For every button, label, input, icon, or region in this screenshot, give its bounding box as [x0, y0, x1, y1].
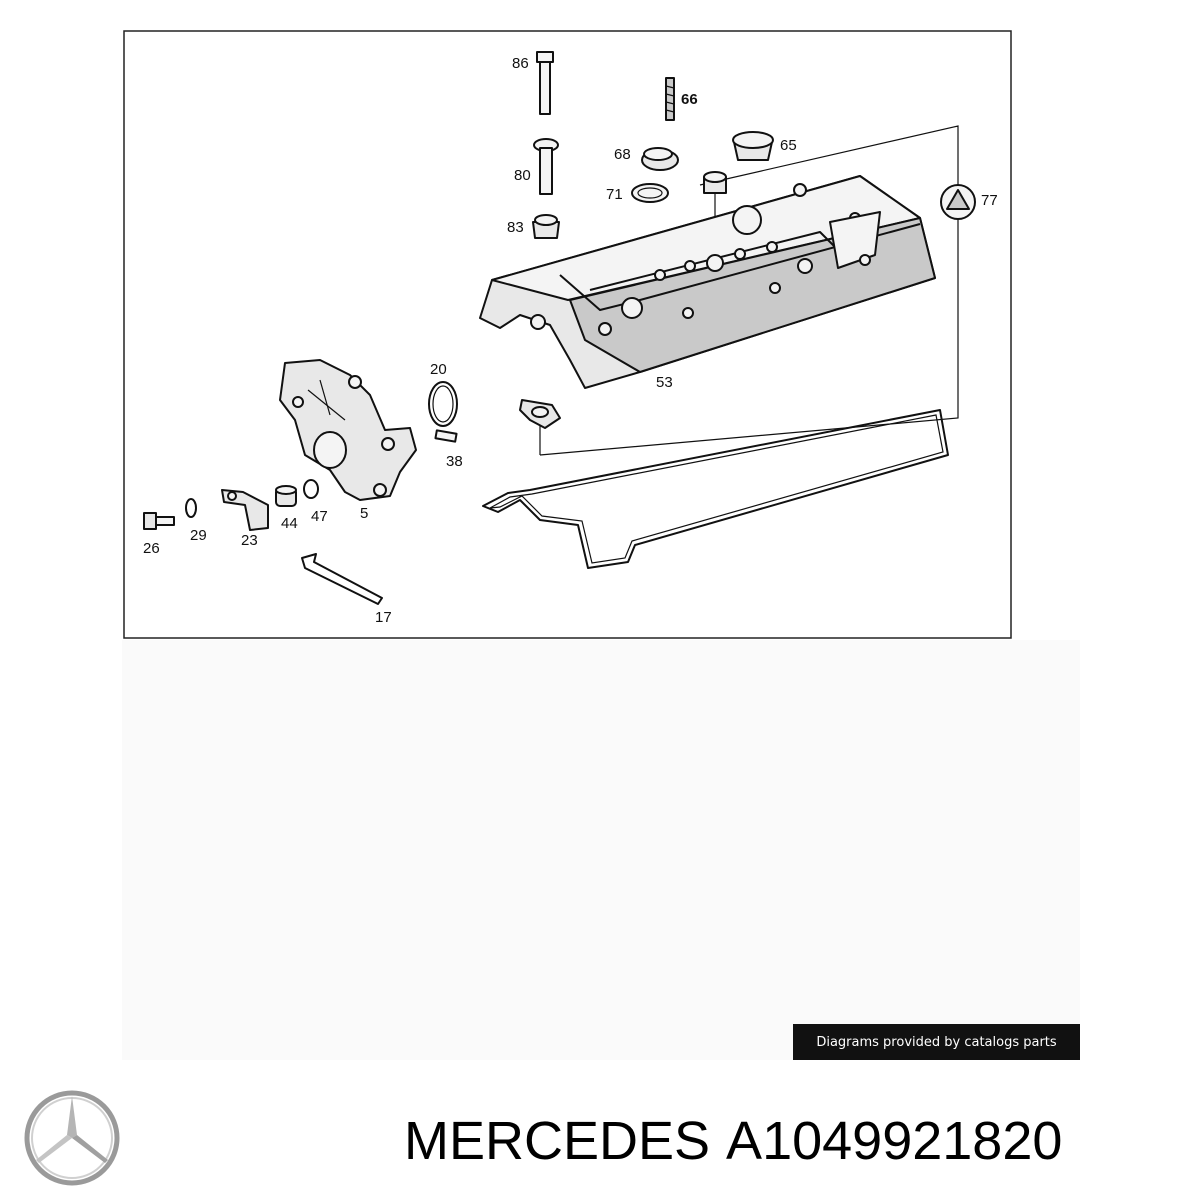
background-panel — [122, 640, 1080, 1060]
callout-label-47: 47 — [311, 508, 328, 525]
callout-label-26: 26 — [143, 540, 160, 557]
part-oil-filler-neck — [703, 171, 727, 194]
mercedes-star-icon — [22, 1088, 122, 1188]
part-23-bracket-hole — [227, 491, 237, 501]
part-83-grommet — [532, 214, 560, 239]
callout-label-68: 68 — [614, 146, 631, 163]
callout-label-5: 5 — [360, 505, 368, 522]
part-38-pin — [434, 429, 458, 443]
part-26-bolt — [143, 512, 175, 530]
callout-labels: 86 66 68 65 80 71 83 77 53 20 38 26 29 23 44 47 5 17 — [143, 55, 998, 626]
brand-name: MERCEDES — [404, 1111, 711, 1171]
callout-label-38: 38 — [446, 453, 463, 470]
cover-bracket-line — [539, 125, 959, 456]
callout-label-86: 86 — [512, 55, 529, 72]
part-gasket-inner — [489, 414, 944, 564]
part-gasket — [482, 409, 949, 569]
part-number: A1049921820 — [726, 1111, 1063, 1171]
part-86-bolt — [536, 51, 554, 115]
part-5-housing — [279, 359, 417, 501]
callout-label-77: 77 — [981, 192, 998, 209]
part-44-plug — [275, 485, 297, 507]
part-77-disc — [940, 184, 976, 220]
callout-label-17: 17 — [375, 609, 392, 626]
part-cover-bracket — [519, 399, 561, 429]
callout-label-66: 66 — [681, 91, 698, 108]
part-68-cap — [641, 147, 679, 171]
part-80-sleeve — [533, 138, 559, 195]
callout-label-53: 53 — [656, 374, 673, 391]
part-53-valve-cover — [479, 175, 936, 389]
credit-banner: Diagrams provided by catalogs parts — [793, 1024, 1080, 1060]
callout-label-20: 20 — [430, 361, 447, 378]
part-65-seal — [732, 131, 774, 161]
part-29-washer — [185, 498, 197, 518]
part-47-washer — [303, 479, 319, 499]
callout-label-65: 65 — [780, 137, 797, 154]
callout-label-23: 23 — [241, 532, 258, 549]
part-66-stud — [665, 77, 675, 121]
part-71-ring-inner — [637, 187, 663, 199]
part-17-seal-strip — [301, 553, 383, 605]
part-20-o-ring-inner — [432, 385, 454, 423]
callout-label-29: 29 — [190, 527, 207, 544]
callout-label-80: 80 — [514, 167, 531, 184]
callout-label-44: 44 — [281, 515, 298, 532]
part-71-ring — [631, 183, 669, 203]
part-20-o-ring — [428, 381, 458, 427]
callout-label-83: 83 — [507, 219, 524, 236]
callout-label-71: 71 — [606, 186, 623, 203]
